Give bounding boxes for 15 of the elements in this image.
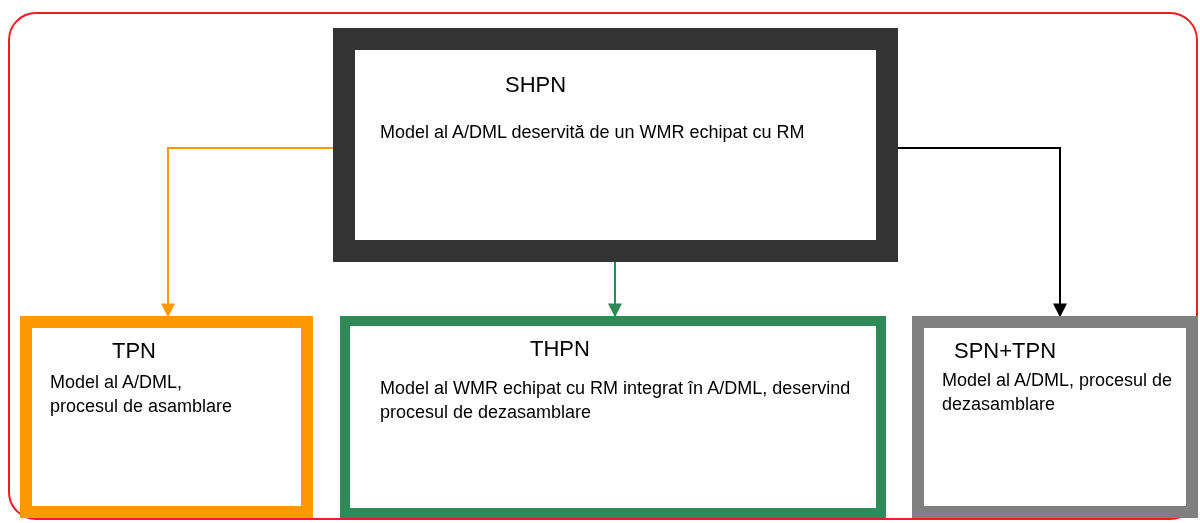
arrow (897, 147, 1067, 318)
arrow (161, 147, 334, 318)
arrow (608, 261, 622, 318)
box-title: TPN (112, 338, 156, 364)
box-title: SHPN (505, 72, 567, 98)
box-description: Model al A/DML deservită de un WMR echipat cu RM (380, 121, 806, 144)
model-box (20, 316, 313, 518)
box-title: SPN+TPN (954, 338, 1057, 364)
box-description: Model al A/DML, procesul de dezasamblare (942, 369, 1174, 416)
model-box (333, 28, 898, 262)
model-box (912, 316, 1198, 518)
box-description: Model al A/DML, procesul de asamblare (50, 371, 234, 418)
box-description: Model al WMR echipat cu RM integrat în A/DML, deservind procesul de dezasamblare (380, 377, 852, 424)
box-title: THPN (530, 336, 590, 362)
model-box (340, 316, 886, 518)
